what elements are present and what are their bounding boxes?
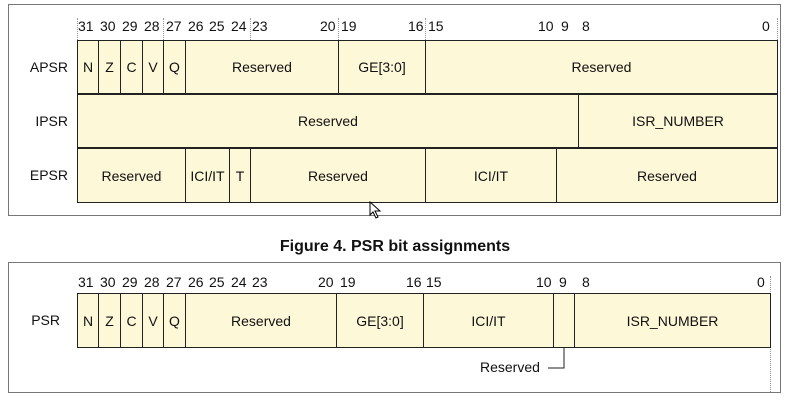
field-ici-it: ICI/IT bbox=[425, 148, 557, 203]
bit-number: 24 bbox=[231, 18, 247, 34]
field-bit9-reserved bbox=[553, 293, 575, 348]
bit-number: 23 bbox=[252, 18, 268, 34]
field-reserved: Reserved bbox=[556, 148, 778, 203]
register-label-psr: PSR bbox=[31, 312, 60, 328]
bit-number: 16 bbox=[408, 18, 424, 34]
bit-number: 25 bbox=[209, 274, 225, 290]
bit-guide bbox=[777, 18, 778, 40]
field-ge: GE[3:0] bbox=[336, 293, 424, 348]
field-z: Z bbox=[98, 40, 121, 94]
bit-number: 20 bbox=[318, 274, 334, 290]
register-label-epsr: EPSR bbox=[29, 167, 68, 183]
register-label-apsr: APSR bbox=[29, 59, 68, 75]
field-n: N bbox=[77, 40, 99, 94]
figure-4-box bbox=[8, 262, 781, 393]
bit-guide bbox=[77, 18, 78, 40]
field-reserved: Reserved bbox=[425, 40, 778, 94]
field-reserved: Reserved bbox=[185, 40, 339, 94]
field-z: Z bbox=[98, 293, 121, 348]
bit-number: 19 bbox=[341, 18, 357, 34]
bit-number: 10 bbox=[536, 274, 552, 290]
bit-number: 23 bbox=[252, 274, 268, 290]
bit-number: 26 bbox=[188, 18, 204, 34]
bit-number: 24 bbox=[231, 274, 247, 290]
bit-number: 31 bbox=[78, 18, 94, 34]
mouse-cursor-icon bbox=[369, 201, 382, 219]
bit-number: 0 bbox=[762, 18, 770, 34]
field-isr-number: ISR_NUMBER bbox=[574, 293, 771, 348]
field-reserved: Reserved bbox=[77, 94, 579, 148]
figure-4-title: Figure 4. PSR bit assignments bbox=[279, 238, 511, 255]
bit-number: 0 bbox=[757, 274, 765, 290]
bit-number: 31 bbox=[78, 274, 94, 290]
field-c: C bbox=[120, 40, 143, 94]
register-label-ipsr: IPSR bbox=[35, 113, 68, 129]
bit-number: 28 bbox=[144, 18, 160, 34]
field-reserved: Reserved bbox=[77, 148, 186, 203]
field-reserved: Reserved bbox=[185, 293, 337, 348]
bit-number: 29 bbox=[122, 18, 138, 34]
field-reserved: Reserved bbox=[250, 148, 426, 203]
bit-number: 16 bbox=[406, 274, 422, 290]
bit-number: 9 bbox=[559, 274, 567, 290]
bit-guide bbox=[250, 18, 251, 40]
figure-3-box bbox=[8, 4, 781, 216]
bit-number: 28 bbox=[144, 274, 160, 290]
field-ici-it: ICI/IT bbox=[423, 293, 554, 348]
bit-number: 9 bbox=[561, 18, 569, 34]
bit-number: 27 bbox=[166, 274, 182, 290]
field-n: N bbox=[77, 293, 99, 348]
bit-number: 30 bbox=[100, 274, 116, 290]
bit-number: 25 bbox=[209, 18, 225, 34]
field-v: V bbox=[142, 40, 164, 94]
bit-number: 27 bbox=[166, 18, 182, 34]
field-c: C bbox=[120, 293, 143, 348]
field-ici-it: ICI/IT bbox=[185, 148, 230, 203]
bit-number: 20 bbox=[320, 18, 336, 34]
field-isr-number: ISR_NUMBER bbox=[578, 94, 778, 148]
bit-number: 19 bbox=[340, 274, 356, 290]
field-ge: GE[3:0] bbox=[338, 40, 426, 94]
reserved-callout-line bbox=[548, 347, 565, 369]
bit-guide bbox=[425, 18, 426, 40]
reserved-callout-label: Reserved bbox=[480, 359, 540, 375]
field-v: V bbox=[142, 293, 164, 348]
bit-number: 26 bbox=[188, 274, 204, 290]
bit-number: 15 bbox=[426, 274, 442, 290]
bit-number: 29 bbox=[122, 274, 138, 290]
bit-number: 15 bbox=[428, 18, 444, 34]
bit-number: 10 bbox=[538, 18, 554, 34]
field-t: T bbox=[229, 148, 251, 203]
field-q: Q bbox=[163, 40, 186, 94]
bit-number: 8 bbox=[582, 274, 590, 290]
bit-guide bbox=[338, 18, 339, 40]
field-q: Q bbox=[163, 293, 186, 348]
bit-number: 30 bbox=[100, 18, 116, 34]
bit-number: 8 bbox=[582, 18, 590, 34]
bit-guide bbox=[163, 18, 164, 40]
